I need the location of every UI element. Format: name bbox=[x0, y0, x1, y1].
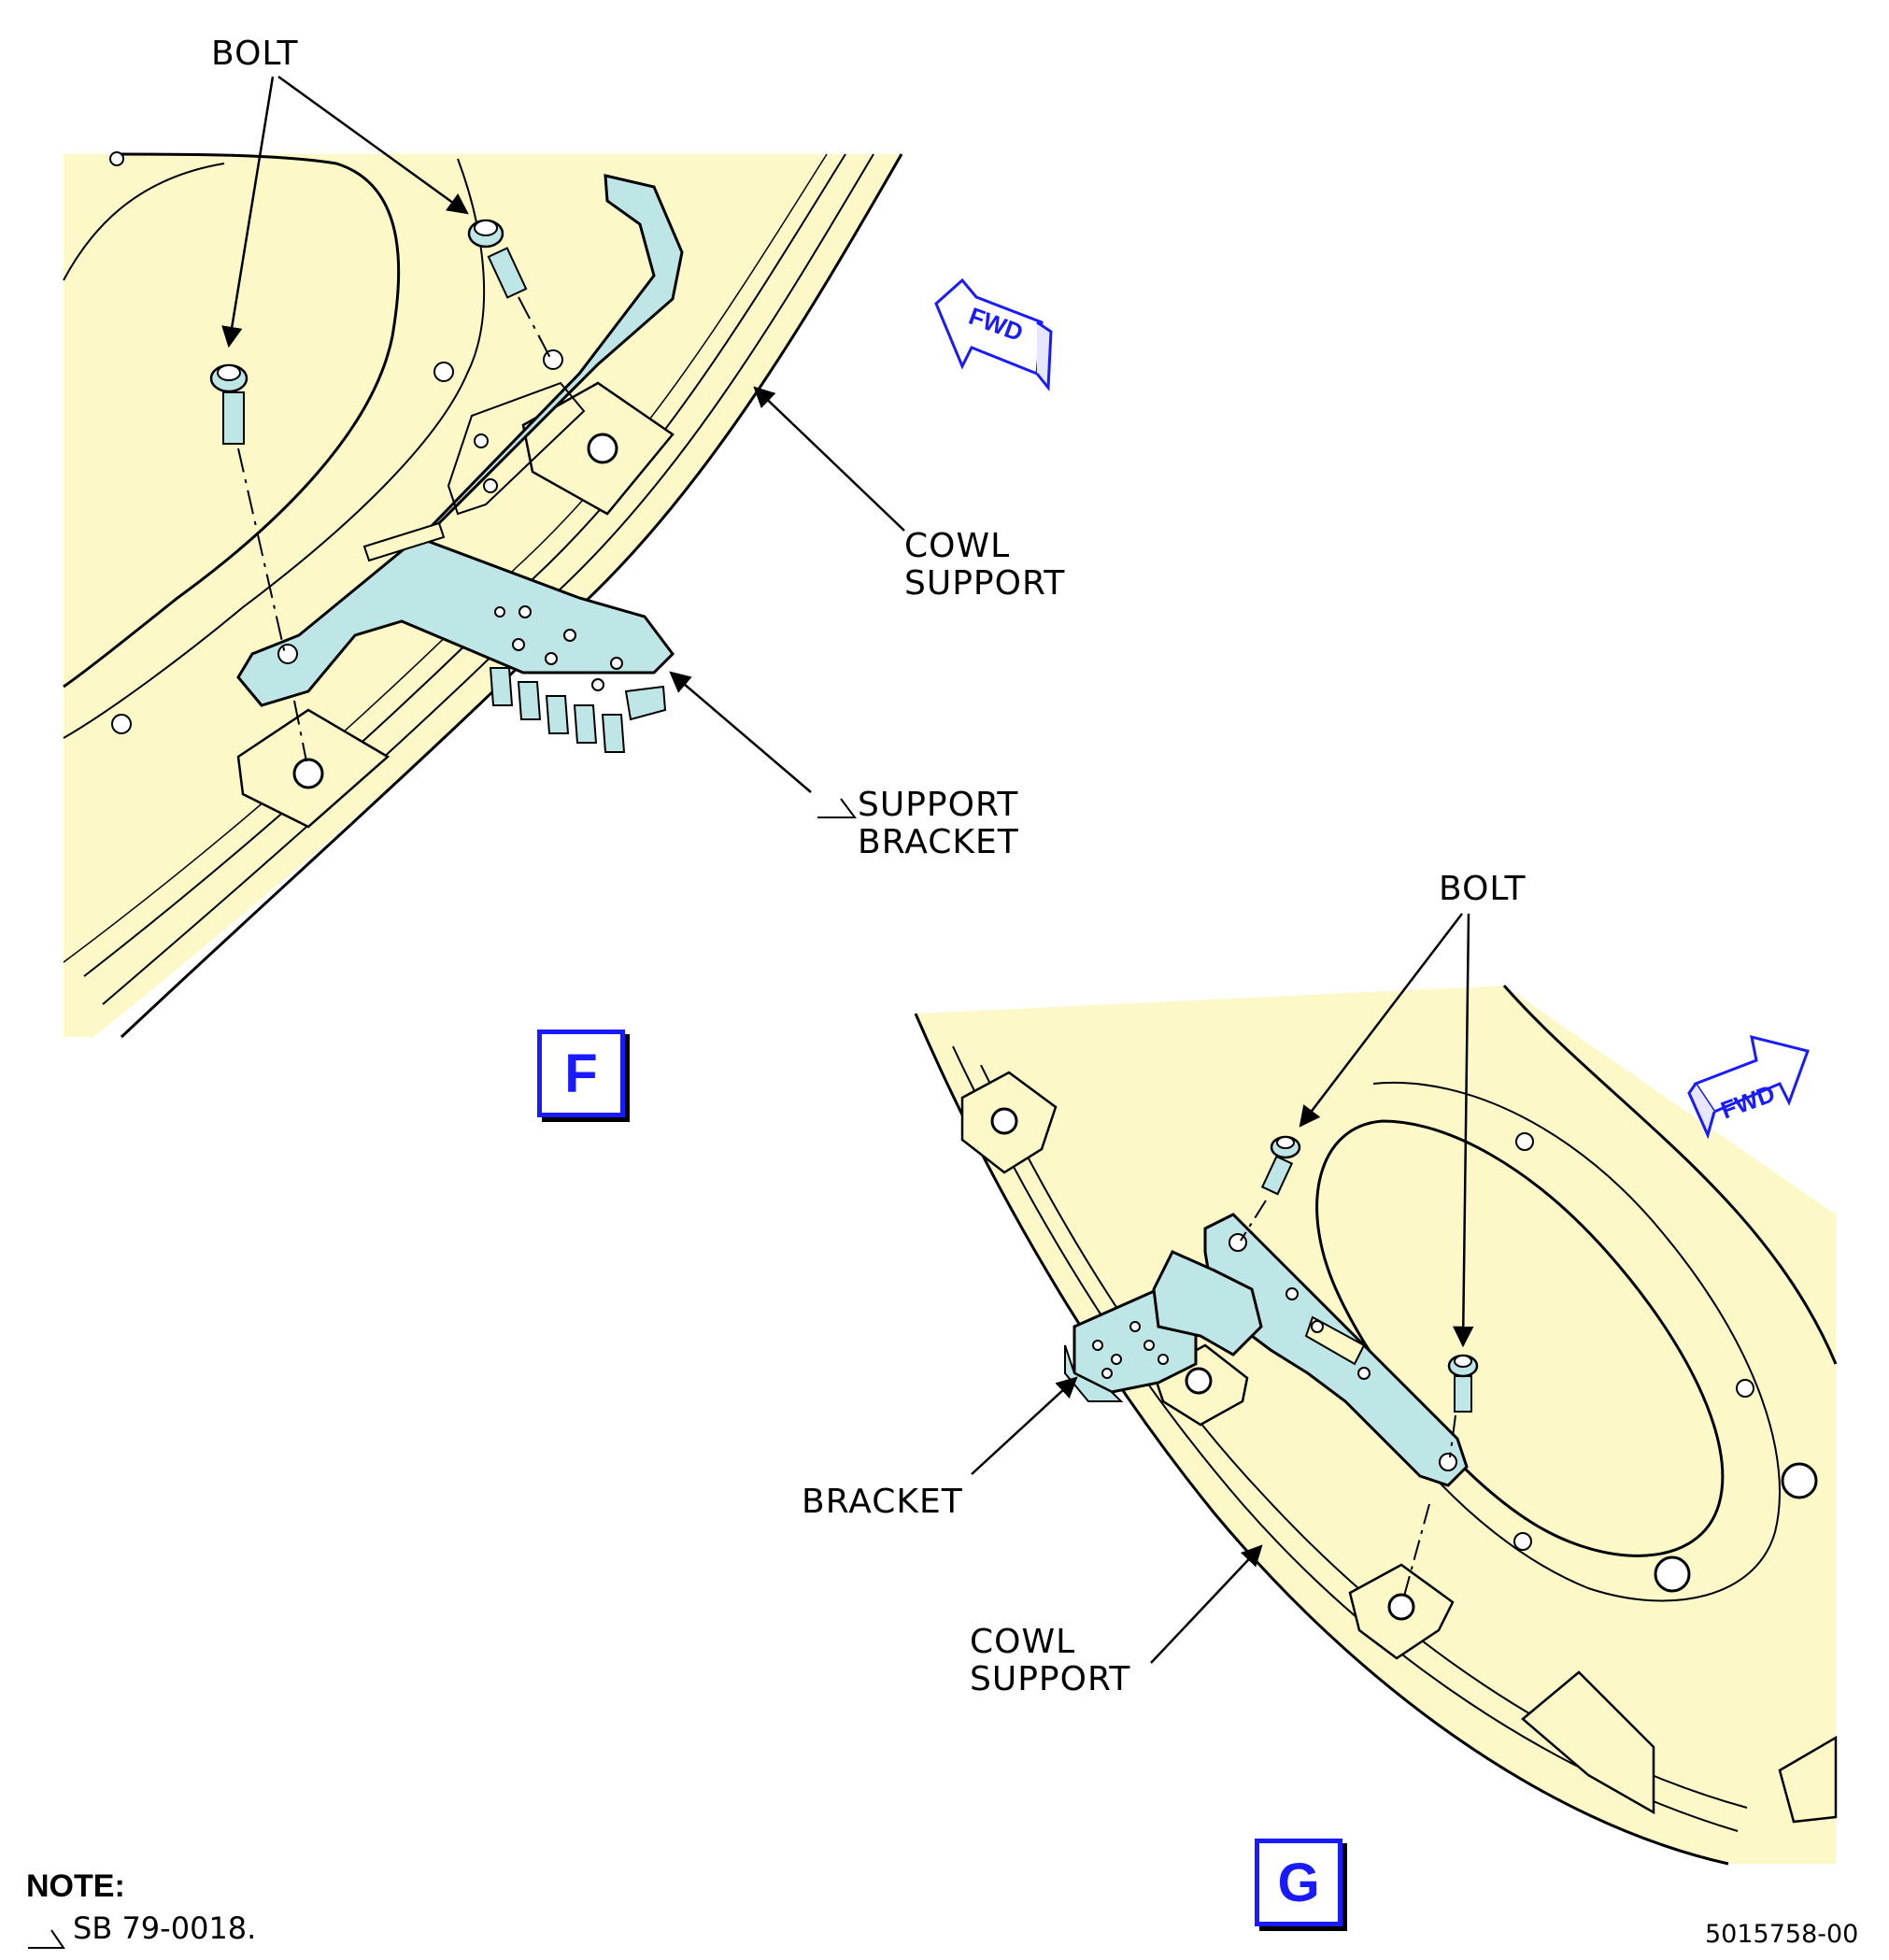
view-f-bolt-label: BOLT bbox=[211, 35, 299, 73]
view-f-hole bbox=[109, 151, 124, 166]
view-f-bolt-centerline bbox=[237, 447, 286, 655]
view-g-hole bbox=[1515, 1132, 1534, 1151]
view-g-bolt-centerline bbox=[1240, 1200, 1267, 1242]
view-f-bracket-hole bbox=[512, 638, 525, 651]
view-f-cowl-support-line1: COWL bbox=[904, 527, 1011, 565]
view-g-cowl-leader bbox=[1150, 1544, 1263, 1664]
view-g-bracket-hole bbox=[1158, 1354, 1169, 1365]
view-g-hole bbox=[1781, 1462, 1818, 1499]
view-f-bracket-bend bbox=[447, 381, 586, 516]
view-f-bolt-centerline bbox=[293, 700, 307, 762]
view-f-cowl-support-label: COWL SUPPORT bbox=[904, 528, 1065, 603]
view-f-support-bracket-line1: SUPPORT bbox=[858, 786, 1019, 824]
view-f-panel-edge bbox=[63, 153, 828, 963]
view-g-bracket-plates bbox=[1064, 1344, 1124, 1402]
view-g-frame bbox=[1521, 1670, 1655, 1815]
view-g-bolt-centerline bbox=[1402, 1503, 1430, 1600]
view-g-bolt-leader-2 bbox=[1453, 913, 1474, 1348]
view-f-fwd-arrow: FWD bbox=[934, 277, 1053, 392]
view-f-bolt-leader-2 bbox=[277, 75, 469, 215]
view-f-cowl-leader bbox=[753, 386, 905, 532]
view-g-bolt-leader-1 bbox=[1299, 913, 1463, 1128]
view-g-bolt-centerline bbox=[1449, 1414, 1456, 1458]
view-f-identifier: F bbox=[537, 1030, 625, 1117]
view-g-panel-edge bbox=[952, 1045, 1739, 1832]
view-g-oval-border bbox=[1344, 1082, 1781, 1602]
view-f-oval-cutout-border bbox=[63, 158, 486, 739]
view-g-bolt-lower bbox=[1447, 1354, 1479, 1413]
view-f-bracket-hole bbox=[277, 644, 298, 664]
view-g-cowl-support-label: COWL SUPPORT bbox=[970, 1624, 1130, 1698]
view-f-diagram: FWD bbox=[63, 75, 1053, 1039]
view-g-cowl-support-line1: COWL bbox=[970, 1623, 1076, 1661]
view-g-bolt-label: BOLT bbox=[1439, 870, 1527, 908]
view-f-bracket-hole bbox=[563, 629, 576, 642]
view-g-bracket-hole bbox=[1101, 1368, 1113, 1379]
view-g-hole bbox=[1654, 1555, 1691, 1593]
view-f-pad-hole bbox=[292, 758, 324, 789]
view-g-pad-hole bbox=[990, 1107, 1018, 1135]
view-g-bracket-leader bbox=[971, 1376, 1078, 1475]
view-g-hole bbox=[1513, 1532, 1532, 1551]
view-f-bracket-hole bbox=[591, 678, 604, 691]
view-f-bolt-upper bbox=[467, 219, 528, 299]
view-g-fwd-arrow: FWD bbox=[1687, 1034, 1810, 1140]
view-f-bracket-hole bbox=[494, 606, 505, 618]
note-sb-flag bbox=[28, 1929, 65, 1949]
view-g-panel-edge bbox=[1502, 985, 1838, 1365]
view-g-cowl-support-line2: SUPPORT bbox=[970, 1660, 1131, 1698]
view-f-bracket-leader bbox=[669, 671, 812, 793]
view-f-nut-plates bbox=[489, 667, 667, 753]
view-g-bracket-hole bbox=[1285, 1287, 1299, 1300]
view-f-hole bbox=[433, 362, 454, 382]
view-g-pad-hole bbox=[1185, 1367, 1213, 1395]
view-g-bracket bbox=[1152, 1250, 1263, 1356]
view-f-bracket-hole bbox=[518, 605, 532, 618]
view-f-sb-flag bbox=[817, 798, 857, 818]
view-f-bracket-slot bbox=[362, 521, 446, 562]
view-g-bracket-hole bbox=[1311, 1320, 1324, 1333]
note-text: SB 79-0018. bbox=[73, 1910, 257, 1946]
view-g-diagram: FWD bbox=[914, 913, 1838, 1866]
view-f-bolt-centerline bbox=[518, 296, 552, 361]
view-f-hole bbox=[111, 714, 132, 734]
view-f-bolt-leader-1 bbox=[221, 76, 275, 348]
view-g-bracket-hole bbox=[1129, 1321, 1141, 1332]
view-g-bracket-hole bbox=[1092, 1340, 1103, 1351]
view-f-bracket-hole bbox=[545, 652, 558, 665]
note-title: NOTE: bbox=[26, 1868, 125, 1904]
view-g-bolt-upper bbox=[1260, 1135, 1301, 1196]
view-g-bracket-hole bbox=[1111, 1354, 1122, 1365]
view-f-support-bracket-label: SUPPORT BRACKET bbox=[858, 787, 1019, 861]
view-f-bolt-lower bbox=[209, 363, 249, 445]
view-f-oval-cutout bbox=[63, 152, 401, 689]
view-f-support-bracket-line2: BRACKET bbox=[858, 823, 1019, 861]
view-f-bracket-hole bbox=[474, 433, 489, 448]
view-g-bracket-hole bbox=[1357, 1367, 1371, 1380]
view-g-hole bbox=[1736, 1379, 1754, 1398]
view-g-frame bbox=[1778, 1735, 1838, 1824]
view-f-pad-hole bbox=[587, 433, 618, 464]
view-g-identifier: G bbox=[1255, 1839, 1342, 1926]
view-g-panel-edge bbox=[914, 1013, 1729, 1866]
view-g-oval-cutout bbox=[1315, 1119, 1725, 1557]
view-f-bracket-hole bbox=[483, 478, 498, 493]
view-f-cowl-support-line2: SUPPORT bbox=[904, 564, 1066, 603]
view-g-pad-hole bbox=[1387, 1593, 1415, 1621]
view-f-bracket-hole bbox=[543, 349, 563, 370]
view-f-bracket-hole bbox=[610, 657, 623, 670]
view-g-bracket-hole bbox=[1143, 1340, 1155, 1351]
view-g-bracket-hole bbox=[1439, 1453, 1457, 1471]
document-number: 5015758-00 bbox=[1705, 1920, 1859, 1949]
view-g-bracket-label: BRACKET bbox=[802, 1483, 963, 1521]
